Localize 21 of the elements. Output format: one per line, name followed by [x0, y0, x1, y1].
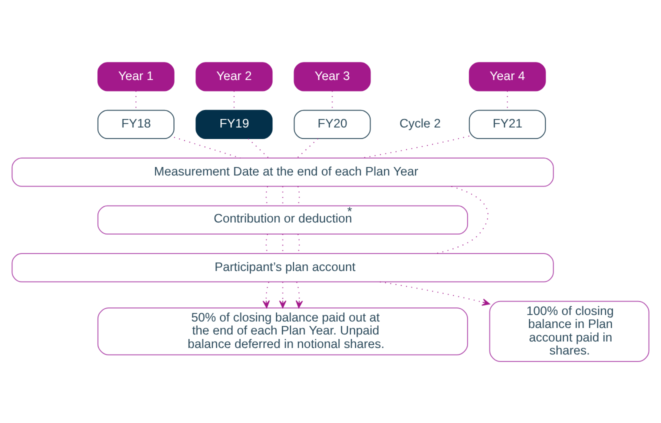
node-box: Year 3: [294, 62, 371, 91]
connector: [296, 138, 318, 158]
node-box: Year 2: [196, 62, 273, 91]
node-box: FY20: [294, 109, 371, 139]
node-box: 50% of closing balance paid out at the end of each Plan Year. Unpaid balance deferred in notional shares.: [97, 307, 468, 355]
node-box: Year 1: [97, 62, 174, 91]
arrow: [296, 281, 303, 308]
node-box: Measurement Date at the end of each Plan Year: [12, 157, 554, 186]
label: Cycle 2: [399, 116, 441, 130]
connector: [248, 138, 269, 158]
node-box: FY18: [97, 109, 174, 139]
node-box: Year 4: [468, 62, 546, 91]
node-box: FY21: [468, 109, 546, 139]
arrow: [380, 280, 490, 306]
connector: [436, 185, 488, 254]
arrow: [279, 281, 286, 308]
node-box: Participant’s plan account: [12, 252, 554, 282]
arrow: [262, 281, 270, 308]
connector: [174, 136, 241, 158]
node-box: FY19: [196, 109, 273, 139]
node-box: 100% of closing balance in Plan account paid in shares.: [489, 300, 650, 362]
